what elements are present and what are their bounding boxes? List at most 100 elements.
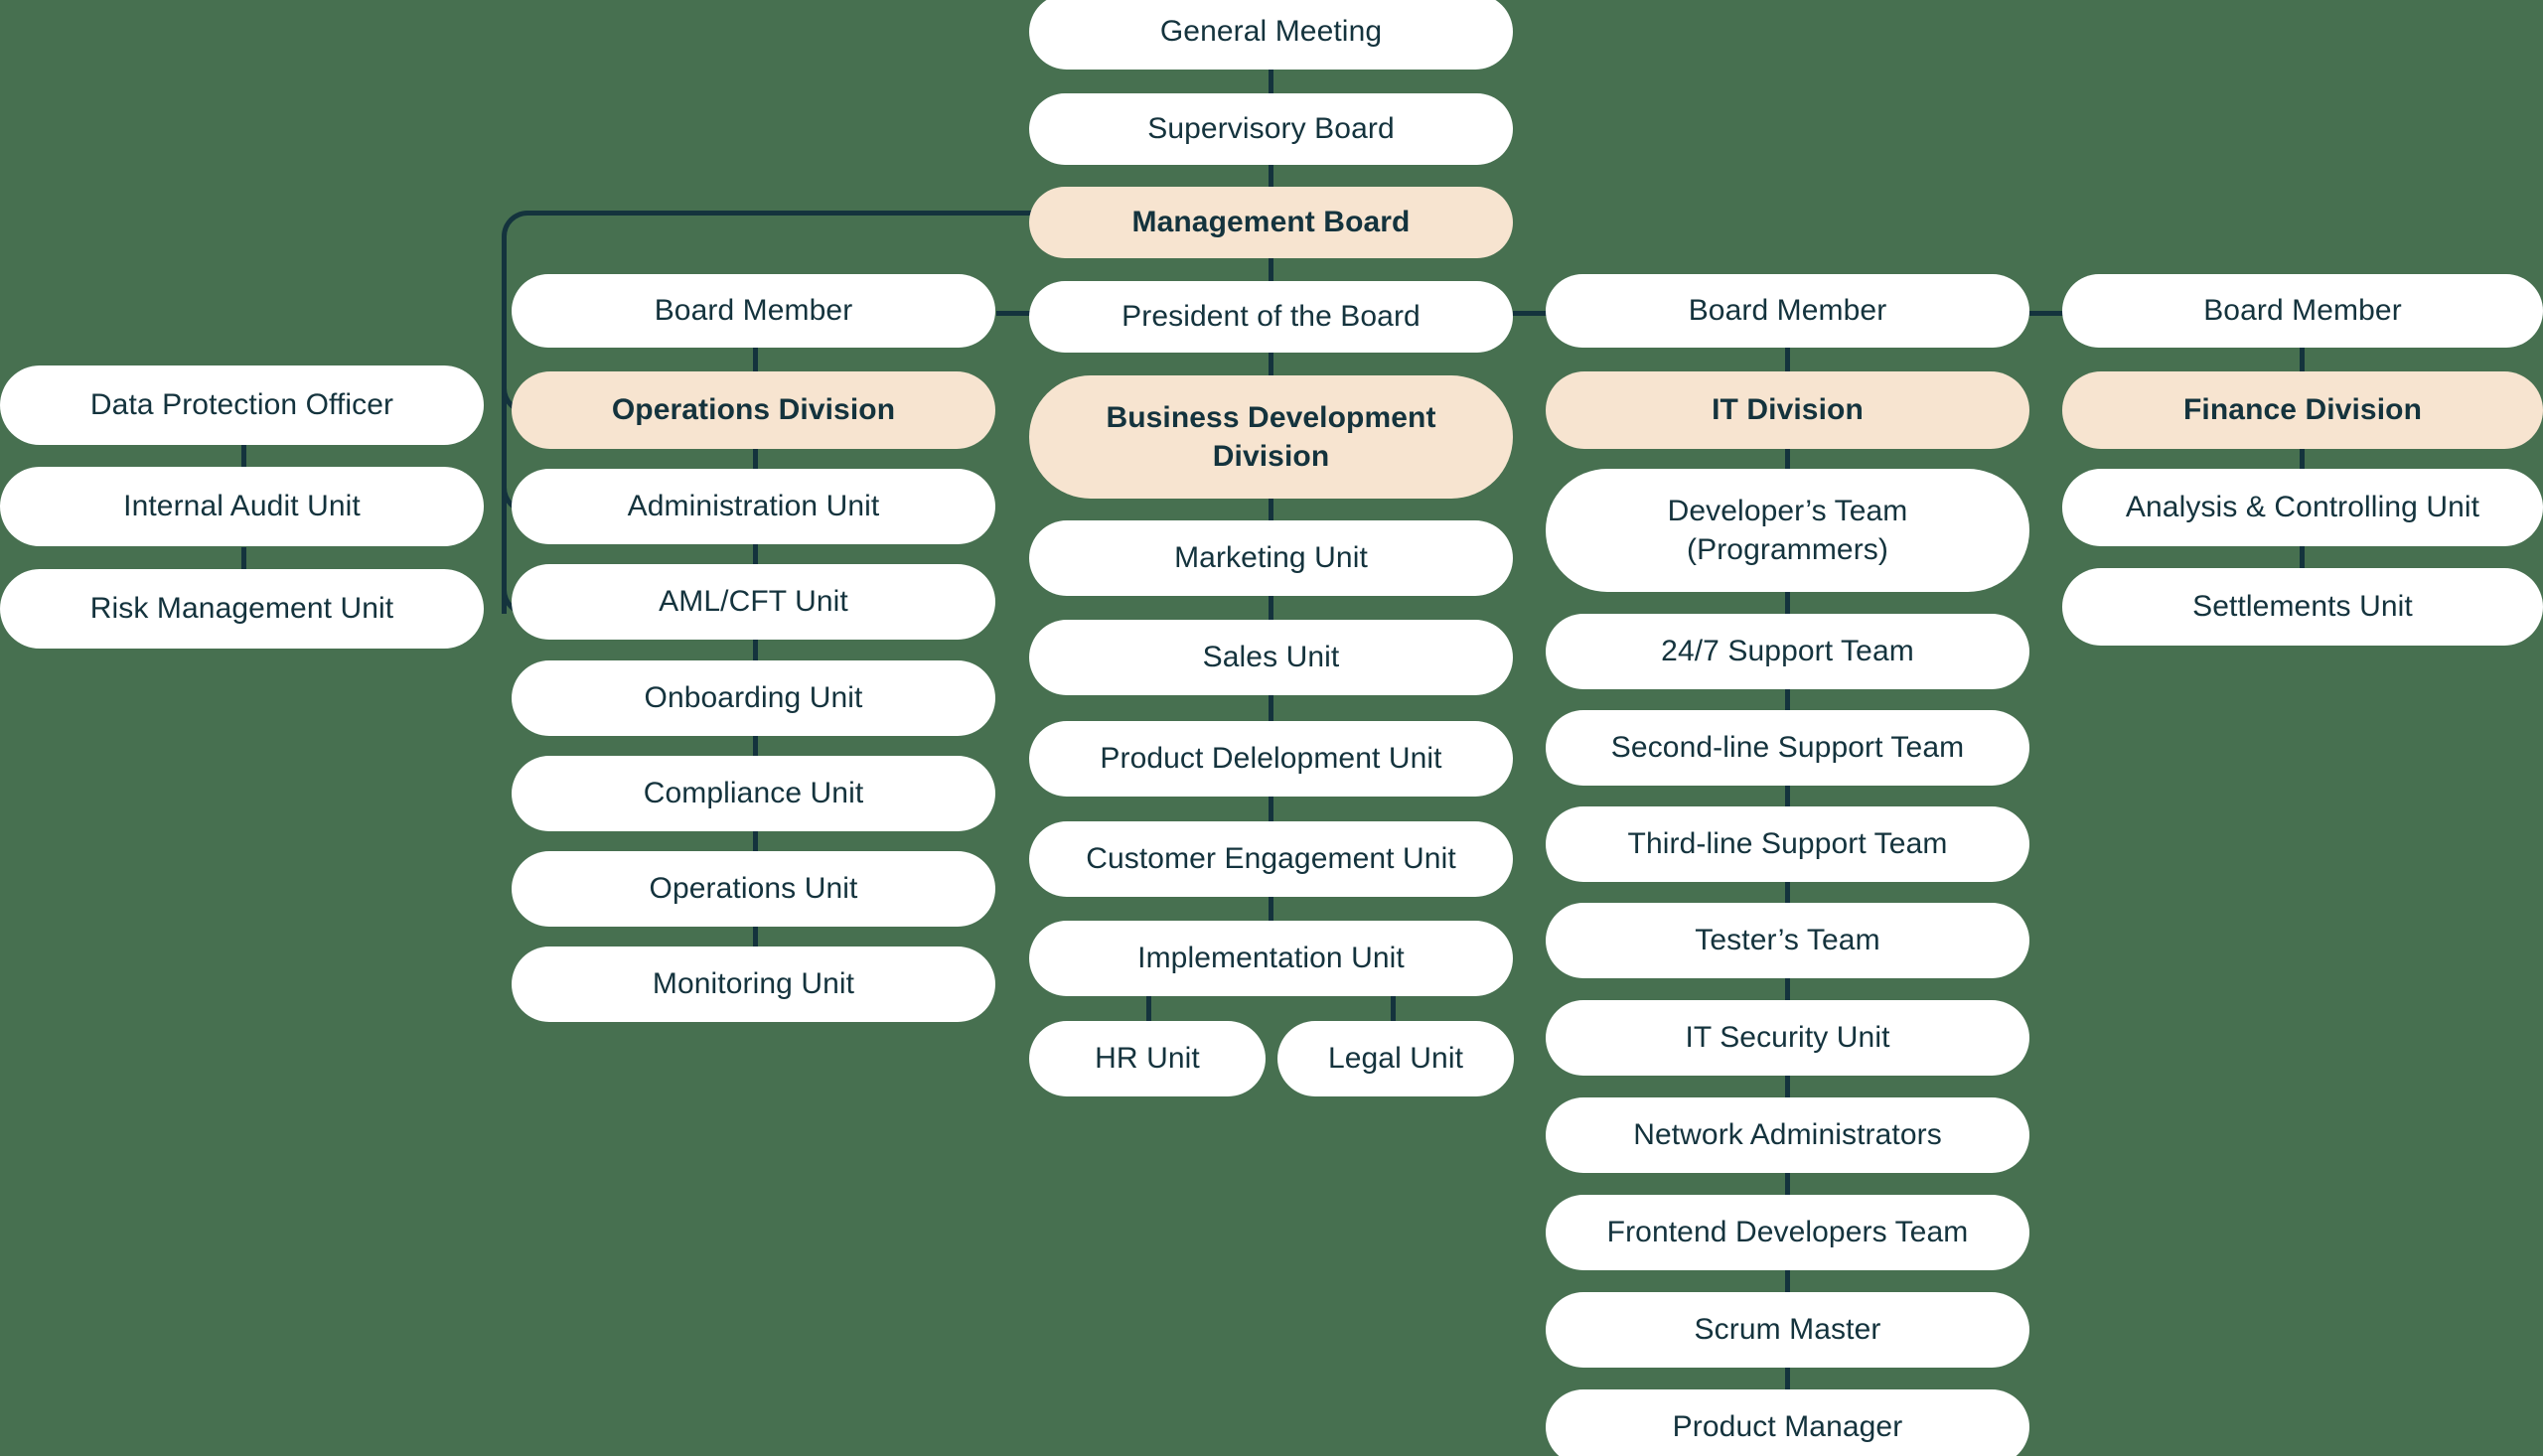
connector-it-security-network xyxy=(1785,1073,1790,1102)
node-monitoring-unit[interactable]: Monitoring Unit xyxy=(512,946,995,1022)
node-label: IT Security Unit xyxy=(1685,1020,1890,1054)
connector-audit-risk xyxy=(241,547,246,577)
node-marketing-unit[interactable]: Marketing Unit xyxy=(1029,520,1513,596)
connector-dpo-audit xyxy=(241,445,246,475)
node-label: Legal Unit xyxy=(1327,1041,1464,1075)
connector-president-bizdev xyxy=(1269,348,1273,377)
connector-it-boardmember-division xyxy=(1785,347,1790,376)
connector-ops-administration-aml xyxy=(753,541,758,571)
node-aml-cft-unit[interactable]: AML/CFT Unit xyxy=(512,564,995,640)
connector-elbow-management-to-governance xyxy=(502,211,1033,275)
node-analysis-controlling-unit[interactable]: Analysis & Controlling Unit xyxy=(2062,469,2543,546)
node-label: Risk Management Unit xyxy=(89,591,394,625)
connector-fin-boardmember-division xyxy=(2300,347,2305,376)
connector-fin-division-analysis xyxy=(2300,445,2305,475)
node-label: Product Delelopment Unit xyxy=(1100,741,1442,775)
node-product-manager[interactable]: Product Manager xyxy=(1546,1389,2029,1456)
node-operations-unit[interactable]: Operations Unit xyxy=(512,851,995,927)
node-it-division[interactable]: IT Division xyxy=(1546,371,2029,449)
connector-supervisory-management xyxy=(1269,159,1273,189)
node-onboarding-unit[interactable]: Onboarding Unit xyxy=(512,660,995,736)
connector-it-network-frontend xyxy=(1785,1170,1790,1200)
node-risk-management-unit[interactable]: Risk Management Unit xyxy=(0,569,484,649)
node-hr-unit[interactable]: HR Unit xyxy=(1029,1021,1266,1096)
connector-bizdev-marketing xyxy=(1269,494,1273,523)
connector-ops-boardmember-division xyxy=(753,347,758,376)
node-label: Operations Unit xyxy=(649,871,858,905)
node-label: Scrum Master xyxy=(1694,1312,1881,1346)
node-compliance-unit[interactable]: Compliance Unit xyxy=(512,756,995,831)
connector-management-president xyxy=(1269,253,1273,283)
node-implementation-unit[interactable]: Implementation Unit xyxy=(1029,921,1513,996)
connector-fin-analysis-settlements xyxy=(2300,545,2305,575)
node-label: General Meeting xyxy=(1159,14,1383,48)
connector-president-to-it-boardmember xyxy=(1513,311,1549,316)
node-frontend-developers-team[interactable]: Frontend Developers Team xyxy=(1546,1195,2029,1270)
node-third-line-support-team[interactable]: Third-line Support Team xyxy=(1546,806,2029,882)
node-it-security-unit[interactable]: IT Security Unit xyxy=(1546,1000,2029,1076)
node-label: Customer Engagement Unit xyxy=(1086,841,1456,875)
node-label: IT Division xyxy=(1712,392,1864,426)
connector-ops-onboarding-compliance xyxy=(753,733,758,763)
connector-customer-implementation xyxy=(1269,894,1273,924)
node-label: Developer’s Team (Programmers) xyxy=(1667,495,1908,566)
node-scrum-master[interactable]: Scrum Master xyxy=(1546,1292,2029,1368)
node-label: Compliance Unit xyxy=(643,776,864,809)
node-data-protection-officer[interactable]: Data Protection Officer xyxy=(0,365,484,445)
node-operations-board-member[interactable]: Board Member xyxy=(512,274,995,348)
node-it-board-member[interactable]: Board Member xyxy=(1546,274,2029,348)
connector-general-meeting-supervisory xyxy=(1269,66,1273,95)
node-label: Sales Unit xyxy=(1202,640,1340,673)
node-label: Implementation Unit xyxy=(1137,941,1405,974)
node-customer-engagement-unit[interactable]: Customer Engagement Unit xyxy=(1029,821,1513,897)
node-label: Second-line Support Team xyxy=(1610,730,1965,764)
node-label: Supervisory Board xyxy=(1147,111,1395,145)
connector-it-division-developers xyxy=(1785,445,1790,475)
node-supervisory-board[interactable]: Supervisory Board xyxy=(1029,93,1513,165)
node-operations-division[interactable]: Operations Division xyxy=(512,371,995,449)
node-settlements-unit[interactable]: Settlements Unit xyxy=(2062,568,2543,646)
node-label: Tester’s Team xyxy=(1695,923,1880,956)
node-label: HR Unit xyxy=(1095,1041,1200,1075)
node-product-development-unit[interactable]: Product Delelopment Unit xyxy=(1029,721,1513,797)
node-label: Operations Division xyxy=(611,392,896,426)
node-finance-board-member[interactable]: Board Member xyxy=(2062,274,2543,348)
node-network-administrators[interactable]: Network Administrators xyxy=(1546,1097,2029,1173)
connector-it-to-finance-boardmember xyxy=(2029,311,2065,316)
node-developers-team[interactable]: Developer’s Team (Programmers) xyxy=(1546,469,2029,592)
node-label: Analysis & Controlling Unit xyxy=(2125,490,2480,523)
connector-sales-product xyxy=(1269,692,1273,722)
node-label: Onboarding Unit xyxy=(644,680,863,714)
node-sales-unit[interactable]: Sales Unit xyxy=(1029,620,1513,695)
node-president-of-the-board[interactable]: President of the Board xyxy=(1029,281,1513,353)
node-testers-team[interactable]: Tester’s Team xyxy=(1546,903,2029,978)
connector-it-secondline-thirdline xyxy=(1785,782,1790,811)
node-general-meeting[interactable]: General Meeting xyxy=(1029,0,1513,70)
node-finance-division[interactable]: Finance Division xyxy=(2062,371,2543,449)
node-label: Data Protection Officer xyxy=(89,387,394,421)
node-legal-unit[interactable]: Legal Unit xyxy=(1277,1021,1514,1096)
node-label: President of the Board xyxy=(1122,299,1421,333)
connector-it-tester-security xyxy=(1785,975,1790,1005)
connector-president-to-ops-boardmember xyxy=(996,311,1032,316)
node-label: Finance Division xyxy=(2183,392,2422,426)
node-label: Monitoring Unit xyxy=(652,966,855,1000)
node-second-line-support-team[interactable]: Second-line Support Team xyxy=(1546,710,2029,786)
connector-ops-aml-onboarding xyxy=(753,637,758,666)
node-label: Management Board xyxy=(1131,205,1411,238)
connector-it-scrum-productmanager xyxy=(1785,1365,1790,1394)
node-management-board[interactable]: Management Board xyxy=(1029,187,1513,258)
node-label: Business Development Division xyxy=(1106,401,1436,473)
node-support-24-7-team[interactable]: 24/7 Support Team xyxy=(1546,614,2029,689)
connector-it-thirdline-tester xyxy=(1785,878,1790,908)
node-business-development-division[interactable]: Business Development Division xyxy=(1029,375,1513,499)
connector-ops-division-administration xyxy=(753,445,758,475)
node-label: Internal Audit Unit xyxy=(123,489,361,522)
connector-implementation-legal xyxy=(1391,994,1396,1024)
node-administration-unit[interactable]: Administration Unit xyxy=(512,469,995,544)
node-label: Administration Unit xyxy=(627,489,880,522)
node-internal-audit-unit[interactable]: Internal Audit Unit xyxy=(0,467,484,546)
node-label: Third-line Support Team xyxy=(1627,826,1948,860)
connector-ops-operations-monitoring xyxy=(753,924,758,953)
